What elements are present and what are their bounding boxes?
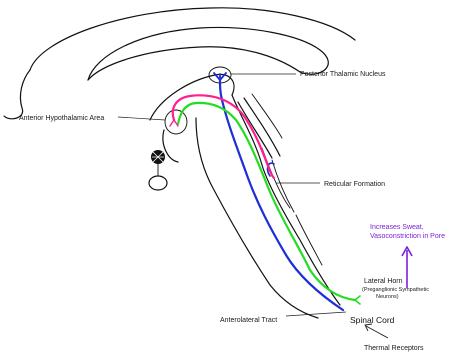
label-spinal-cord: Spinal Cord — [350, 315, 395, 325]
label-neurons: Neurons) — [376, 294, 399, 300]
label-anterolateral-tract: Anterolateral Tract — [220, 317, 277, 324]
thermal-receptor-arrow — [365, 324, 388, 338]
leader-lines — [118, 74, 346, 316]
label-vasoconstriction: Vasoconstriction in Pore — [370, 233, 445, 240]
label-thermal-receptors: Thermal Receptors — [364, 345, 424, 352]
label-lateral-horn: Lateral Horn — [364, 278, 403, 285]
label-preganglionic: (Preganglionic Sympathetic — [362, 287, 429, 293]
label-posterior-thalamic-nucleus: Posterior Thalamic Nucleus — [300, 71, 386, 78]
optic-chiasm-blob — [151, 150, 165, 164]
label-anterior-hypothalamic-area: Anterior Hypothalamic Area — [19, 115, 104, 122]
label-reticular-formation: Reticular Formation — [324, 181, 385, 188]
pituitary — [149, 176, 167, 190]
brain-outline — [4, 8, 355, 318]
label-increases-sweat: Increases Sweat, — [370, 224, 424, 231]
pathways — [170, 73, 360, 310]
effect-arrow — [402, 247, 412, 288]
